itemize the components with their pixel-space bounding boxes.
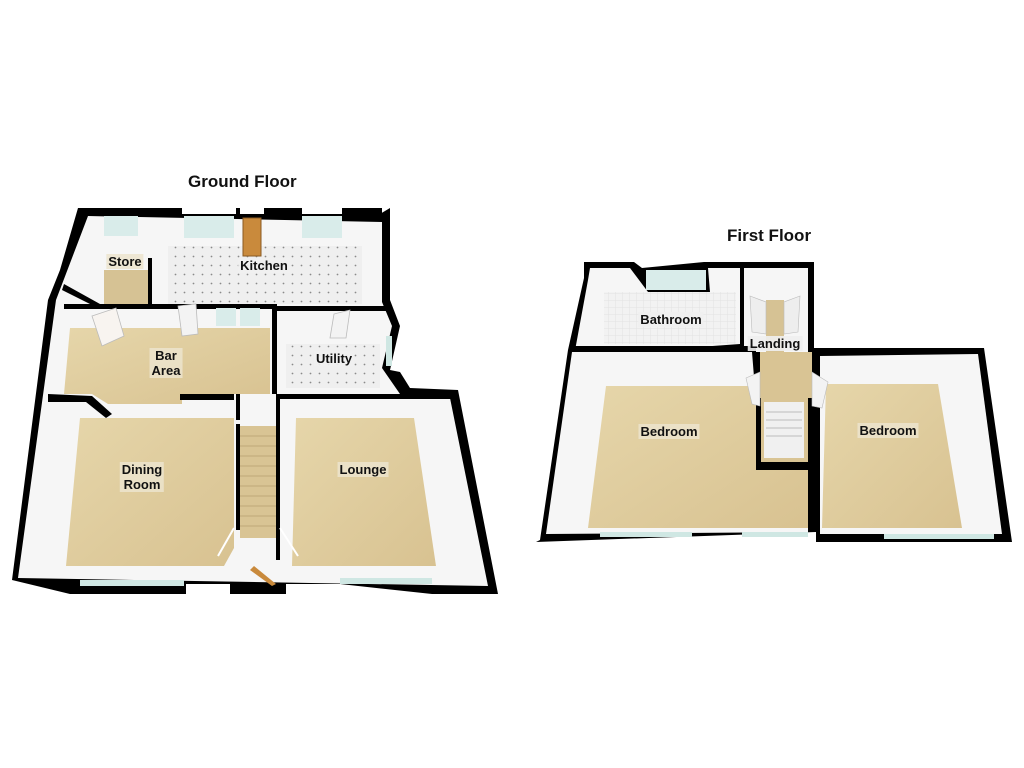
window	[104, 216, 138, 236]
first-floor-title: First Floor	[727, 226, 812, 245]
staircase	[217, 424, 299, 557]
store-floor	[104, 270, 148, 304]
window	[646, 270, 706, 290]
door	[329, 309, 351, 339]
dining-room-floor	[66, 418, 234, 566]
first-floor-plan	[536, 262, 1012, 542]
kitchen-floor	[168, 246, 362, 304]
room-label-kitchen: Kitchen	[238, 258, 290, 273]
door	[177, 303, 199, 337]
serving-hatch	[240, 308, 260, 326]
room-label-bathroom: Bathroom	[638, 312, 704, 327]
back-door	[242, 217, 262, 257]
window	[184, 216, 234, 238]
ground-floor-plan	[12, 208, 498, 594]
room-label-store: Store	[106, 254, 144, 269]
room-label-bedroom-1: Bedroom	[638, 424, 700, 439]
lounge-floor	[292, 418, 436, 566]
window	[884, 534, 994, 539]
window	[386, 336, 392, 366]
room-label-dining-room: Dining Room	[119, 462, 165, 492]
room-label-bar-area: Bar Area	[149, 348, 183, 378]
room-label-bedroom-2: Bedroom	[857, 423, 919, 438]
front-door	[250, 566, 276, 586]
door	[91, 307, 125, 347]
window	[80, 580, 184, 586]
window	[340, 578, 432, 584]
room-label-lounge: Lounge	[337, 462, 389, 477]
ground-floor-title: Ground Floor	[188, 172, 297, 191]
bedroom-2-floor	[822, 384, 962, 528]
window	[742, 532, 808, 537]
serving-hatch	[216, 308, 236, 326]
window	[302, 216, 342, 238]
room-label-landing: Landing	[747, 336, 803, 351]
window	[600, 532, 692, 537]
room-label-utility: Utility	[313, 351, 355, 366]
bedroom-1-floor	[588, 386, 808, 528]
